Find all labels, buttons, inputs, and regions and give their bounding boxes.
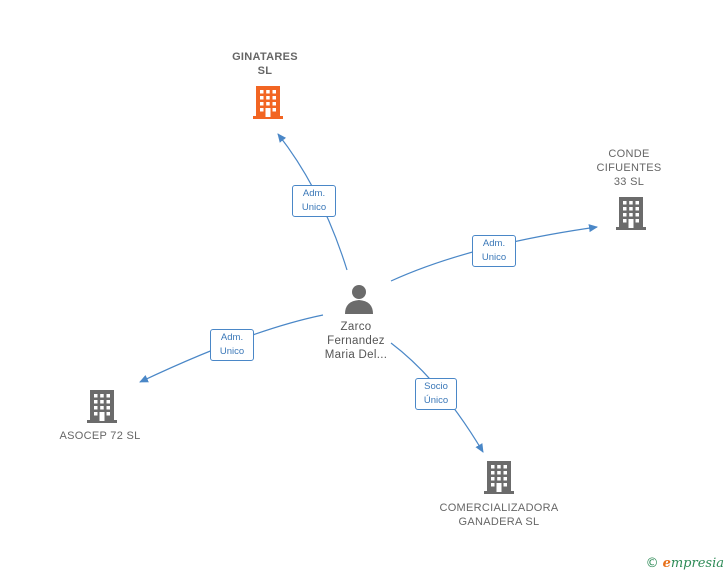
node-label-ginatares[interactable]: GINATARES SL — [205, 50, 325, 78]
building-icon[interactable] — [616, 197, 646, 230]
building-icon[interactable] — [484, 461, 514, 494]
edge-label-ginatares: Adm. Unico — [292, 185, 336, 217]
brand-logo: ©empresia — [646, 556, 724, 571]
node-label-asocep[interactable]: ASOCEP 72 SL — [40, 429, 160, 443]
edge-label-line: Adm. — [302, 188, 326, 199]
node-label-line: Fernandez — [327, 335, 385, 347]
node-label-line: 33 SL — [613, 176, 645, 188]
node-label-line: ASOCEP 72 SL — [59, 430, 141, 442]
building-icon[interactable] — [87, 390, 117, 423]
edge-label-comercializadora: Socio Único — [415, 378, 457, 410]
edge-label-line: Único — [423, 395, 449, 406]
node-label-person[interactable]: Zarco Fernandez Maria Del... — [306, 320, 406, 362]
edge-label-line: Unico — [301, 202, 327, 213]
brand-name: mpresia — [670, 556, 724, 571]
person-icon[interactable] — [345, 285, 373, 314]
building-icon[interactable] — [253, 86, 283, 119]
edge-label-line: Adm. — [220, 332, 244, 343]
node-label-line: CONDE — [608, 148, 650, 160]
brand-initial: e — [662, 556, 671, 571]
edge-label-line: Adm. — [482, 238, 506, 249]
edge-label-line: Unico — [481, 252, 507, 263]
edge-label-conde: Adm. Unico — [472, 235, 516, 267]
node-label-line: Maria Del... — [324, 349, 388, 361]
node-label-line: SL — [257, 65, 273, 77]
node-label-line: CIFUENTES — [596, 162, 662, 174]
edge-label-line: Unico — [219, 346, 245, 357]
edge-label-line: Socio — [424, 381, 448, 392]
copyright-icon: © — [645, 556, 659, 571]
node-label-comercializadora[interactable]: COMERCIALIZADORA GANADERA SL — [419, 501, 579, 529]
node-label-line: COMERCIALIZADORA — [439, 502, 559, 514]
node-label-line: GANADERA SL — [458, 516, 540, 528]
node-label-line: Zarco — [340, 321, 372, 333]
node-label-line: GINATARES — [232, 51, 298, 63]
edge-label-asocep: Adm. Unico — [210, 329, 254, 361]
node-label-conde[interactable]: CONDE CIFUENTES 33 SL — [569, 147, 689, 189]
